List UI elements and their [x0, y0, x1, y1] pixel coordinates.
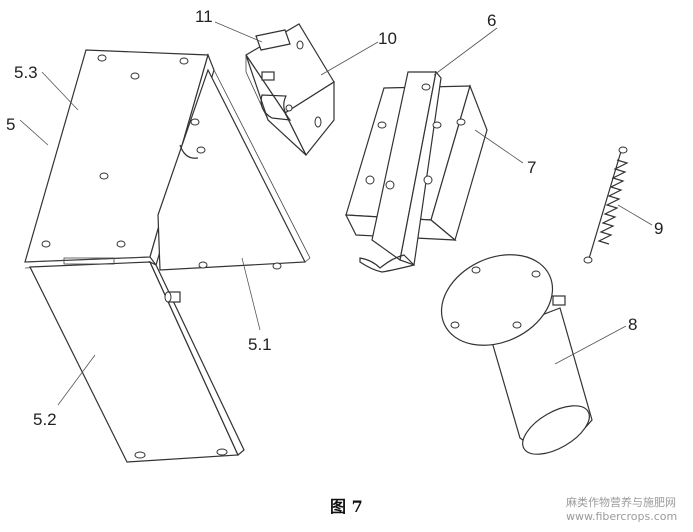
part-labels: 11 10 6 7 9 8 5.3 5 5.1 5.2 — [6, 7, 663, 429]
cylinder-part-8 — [440, 254, 593, 455]
small-block-part-11 — [255, 29, 291, 51]
bracket-block-part-10 — [245, 23, 335, 157]
housing-part-5 — [24, 49, 311, 463]
label-11: 11 — [195, 7, 213, 26]
label-9: 9 — [654, 219, 663, 238]
label-5-2: 5.2 — [33, 410, 57, 429]
label-10: 10 — [378, 29, 397, 48]
label-7: 7 — [527, 158, 536, 177]
svg-text:麻类作物营养与施肥网: 麻类作物营养与施肥网 — [566, 495, 676, 509]
front-plate-5-2 — [29, 261, 239, 463]
front-plate-edge — [148, 260, 245, 456]
label-5-3: 5.3 — [14, 63, 38, 82]
figure-caption: 图 7 — [330, 497, 363, 516]
leader-lines — [19, 21, 653, 406]
label-5: 5 — [6, 115, 15, 134]
spring-part-9 — [583, 146, 629, 264]
svg-text:www.fibercrops.com: www.fibercrops.com — [566, 510, 677, 523]
label-8: 8 — [628, 315, 637, 334]
label-5-1: 5.1 — [248, 335, 272, 354]
watermark: 麻类作物营养与施肥网 www.fibercrops.com — [566, 495, 677, 523]
slide-rail-part-6-7 — [344, 70, 488, 273]
label-6: 6 — [487, 11, 496, 30]
